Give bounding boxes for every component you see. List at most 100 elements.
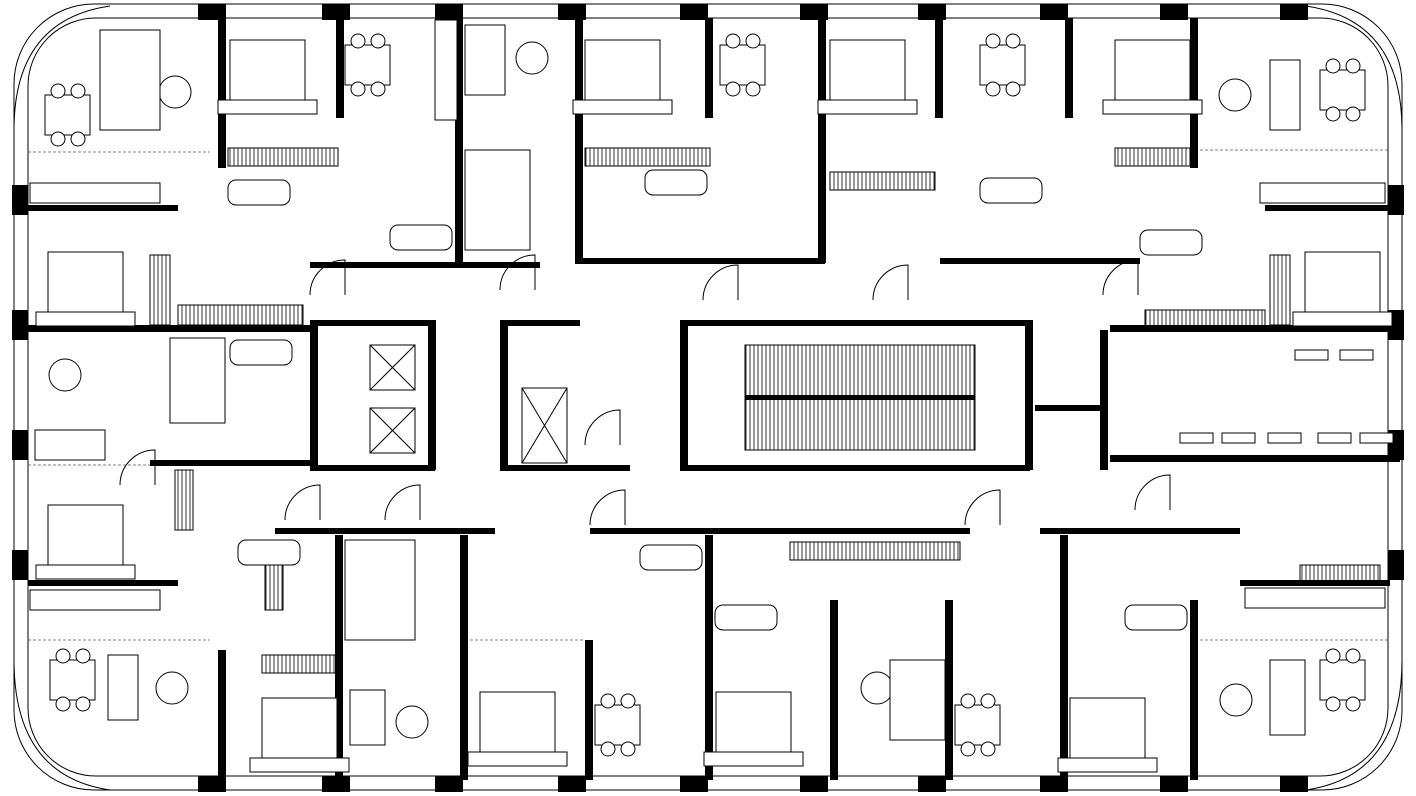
wall (590, 528, 970, 534)
bed-icon (703, 751, 804, 767)
wall (218, 18, 226, 168)
corner-wall (1305, 5, 1403, 131)
wall (1060, 535, 1068, 780)
round-table-icon (155, 671, 189, 705)
door-swing-icon (964, 489, 1001, 526)
chair-icon (1325, 106, 1341, 122)
sofa-icon (1269, 59, 1301, 131)
elevator-icon (369, 344, 416, 391)
wall (1190, 600, 1198, 780)
bathtub-icon (227, 179, 291, 206)
wall (435, 4, 463, 20)
bed-icon (715, 691, 792, 753)
round-table-icon (1219, 683, 1253, 717)
bed-icon (829, 39, 906, 101)
bathtub-icon (979, 177, 1043, 204)
door-swing-icon (119, 449, 156, 486)
door-swing-icon (702, 264, 739, 301)
wall (500, 465, 630, 471)
wardrobe-icon (829, 171, 936, 191)
wall (935, 18, 943, 118)
wall (150, 460, 310, 466)
chair-icon (725, 33, 741, 49)
chair-icon (55, 696, 71, 712)
wall (585, 640, 593, 780)
wall (1160, 776, 1188, 792)
wardrobe-icon (227, 147, 339, 167)
bed-icon (1304, 251, 1381, 313)
wall (28, 580, 178, 586)
wall (558, 776, 586, 792)
chair-icon (55, 648, 71, 664)
wall (940, 258, 1140, 264)
wall (1100, 330, 1108, 470)
wall (1035, 405, 1105, 411)
wall (818, 18, 826, 263)
wall (275, 528, 495, 534)
chair-icon (370, 81, 386, 97)
dining-table-icon (594, 704, 641, 746)
bed-icon (1102, 99, 1203, 115)
bathtub-icon (1139, 229, 1203, 256)
utility-box-icon (1317, 432, 1352, 444)
wall (680, 320, 1030, 326)
wardrobe-icon (177, 304, 304, 326)
chair-icon (600, 693, 616, 709)
chair-icon (1325, 648, 1341, 664)
bathtub-icon (714, 604, 778, 631)
wardrobe-icon (1114, 147, 1191, 167)
walls (12, 4, 1404, 792)
chair-icon (600, 741, 616, 757)
wall (198, 4, 226, 20)
wardrobe-icon (1144, 309, 1266, 329)
chair-icon (620, 693, 636, 709)
wall (680, 320, 688, 470)
chair-icon (1345, 648, 1361, 664)
wall (310, 320, 318, 470)
wall (28, 205, 178, 211)
bed-icon (229, 39, 306, 101)
round-table-icon (395, 705, 429, 739)
chair-icon (1345, 696, 1361, 712)
bathtub-icon (229, 339, 293, 366)
wall (1280, 4, 1308, 20)
door-swing-icon (499, 254, 536, 291)
wall (680, 4, 708, 20)
wall (575, 258, 825, 264)
chair-icon (70, 131, 86, 147)
corner-wall (1305, 659, 1403, 791)
chair-icon (960, 741, 976, 757)
wall (335, 535, 343, 780)
chair-icon (1005, 33, 1021, 49)
wardrobe-icon (584, 147, 711, 167)
bed-icon (249, 757, 350, 773)
bathtub-icon (639, 544, 703, 571)
utility-box-icon (1267, 432, 1302, 444)
wall (322, 4, 350, 20)
wall (500, 320, 580, 326)
kitchen-counter-icon (1244, 587, 1386, 609)
sofa-icon (34, 429, 106, 461)
wardrobe-icon (174, 469, 194, 531)
round-table-icon (515, 41, 549, 75)
chair-icon (980, 693, 996, 709)
chair-icon (1345, 106, 1361, 122)
chair-icon (745, 33, 761, 49)
elevator-icon (369, 407, 416, 454)
wall (918, 4, 946, 20)
bed-icon (261, 697, 338, 759)
door-swing-icon (872, 264, 909, 301)
dining-table-icon (344, 44, 391, 86)
chair-icon (960, 693, 976, 709)
chair-icon (75, 696, 91, 712)
kitchen-counter-icon (434, 19, 458, 121)
wall (1110, 455, 1400, 462)
wall (1065, 18, 1073, 118)
wardrobe-icon (261, 654, 338, 674)
wall (680, 776, 708, 792)
corner-wall (13, 659, 111, 791)
zone-line (28, 149, 1388, 641)
kitchen-counter-icon (29, 182, 161, 204)
chair-icon (620, 741, 636, 757)
